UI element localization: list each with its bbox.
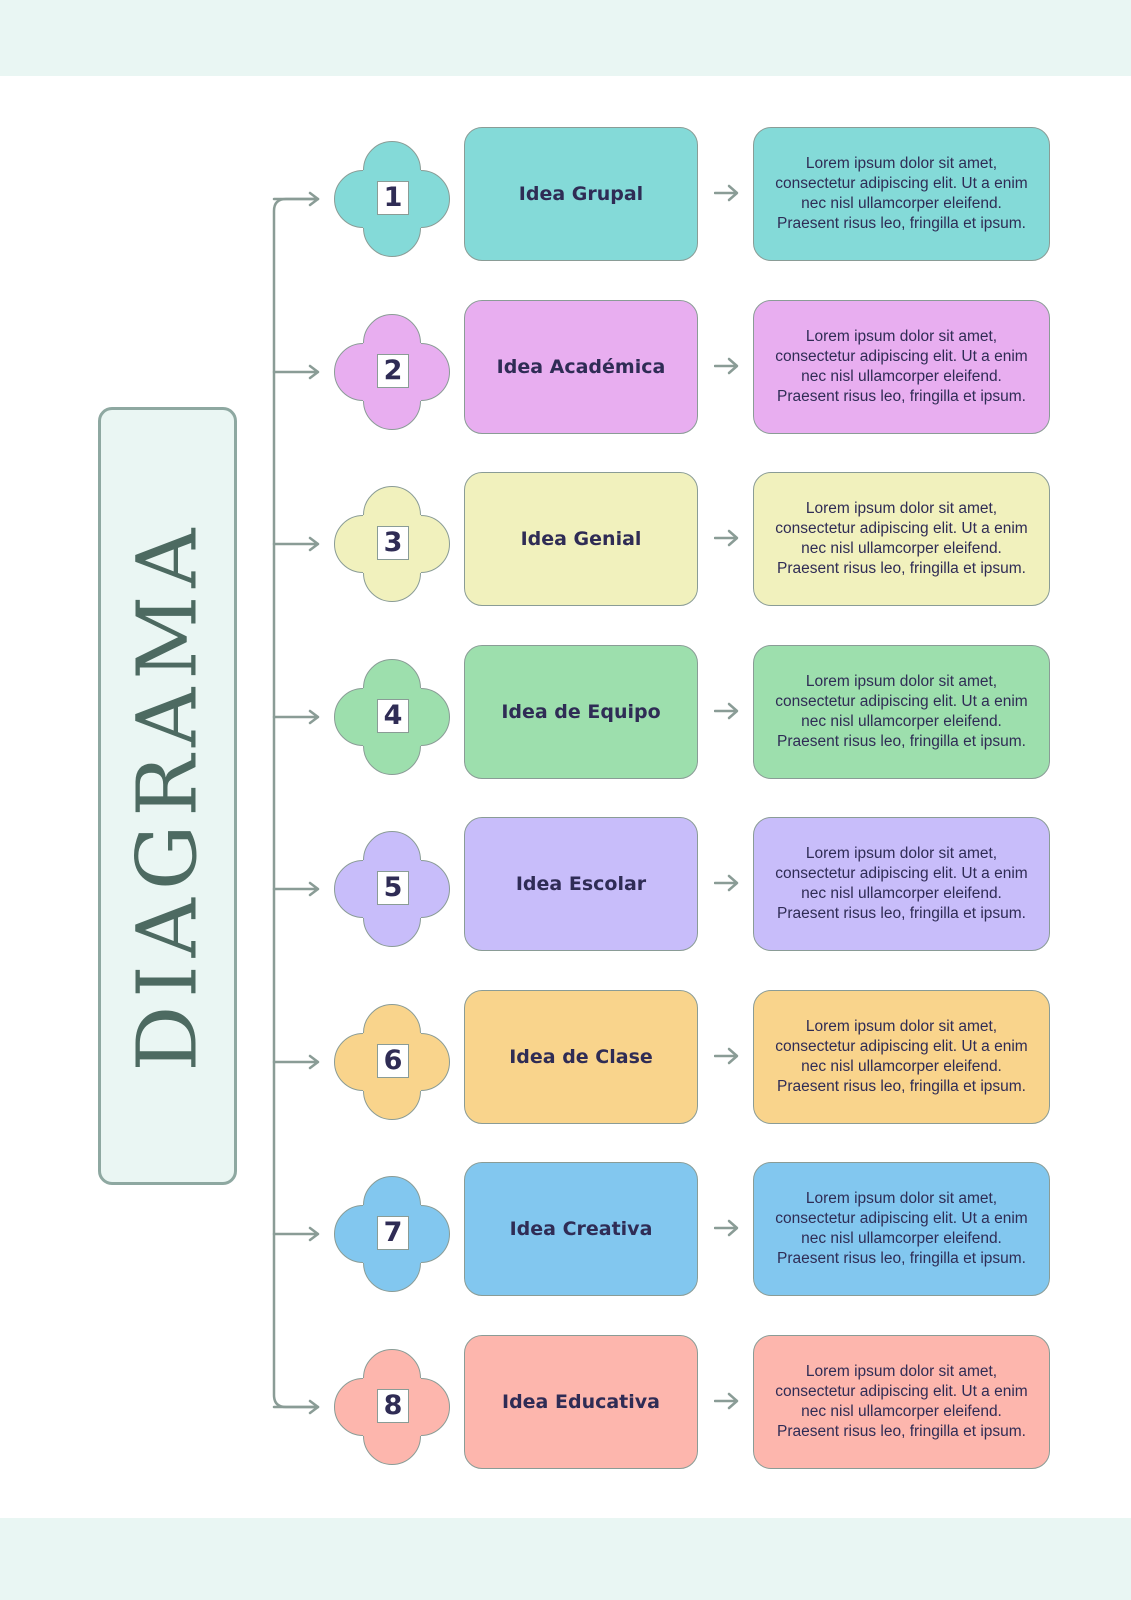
idea-description-box: Lorem ipsum dolor sit amet, consectetur … [753,472,1050,606]
diagram-row: 6 Idea de Clase Lorem ipsum dolor sit am… [0,990,1131,1124]
idea-title-box: Idea Grupal [464,127,698,261]
diagram-row: 1 Idea Grupal Lorem ipsum dolor sit amet… [0,127,1131,261]
idea-title: Idea Académica [496,356,666,378]
idea-title: Idea de Clase [509,1046,653,1068]
idea-title-box: Idea de Equipo [464,645,698,779]
idea-description: Lorem ipsum dolor sit amet, consectetur … [775,500,1028,577]
diagram-row: 4 Idea de Equipo Lorem ipsum dolor sit a… [0,645,1131,779]
arrow-right-icon [714,357,739,375]
arrow-right-icon [714,184,739,202]
idea-title: Idea Educativa [502,1391,660,1413]
connector-branch-arrow [272,364,320,380]
idea-description-box: Lorem ipsum dolor sit amet, consectetur … [753,1162,1050,1296]
number-flower-badge: 6 [334,1004,450,1120]
idea-description-box: Lorem ipsum dolor sit amet, consectetur … [753,817,1050,951]
idea-description-box: Lorem ipsum dolor sit amet, consectetur … [753,1335,1050,1469]
connector-branch-arrow [272,536,320,552]
connector-branch-arrow [272,1054,320,1070]
arrow-right-icon [714,702,739,720]
diagram-row: 3 Idea Genial Lorem ipsum dolor sit amet… [0,472,1131,606]
number-flower-badge: 5 [334,831,450,947]
idea-title: Idea de Equipo [501,701,661,723]
idea-description-box: Lorem ipsum dolor sit amet, consectetur … [753,990,1050,1124]
idea-description: Lorem ipsum dolor sit amet, consectetur … [775,845,1028,922]
idea-description-box: Lorem ipsum dolor sit amet, consectetur … [753,645,1050,779]
number-flower-badge: 8 [334,1349,450,1465]
connector-trunk [272,197,320,1409]
idea-title-box: Idea Genial [464,472,698,606]
title-box: DIAGRAMA [98,407,237,1185]
diagram-row: 7 Idea Creativa Lorem ipsum dolor sit am… [0,1162,1131,1296]
top-band [0,0,1131,76]
item-number: 2 [377,354,409,388]
item-number: 3 [377,526,409,560]
arrow-right-icon [714,1047,739,1065]
connector-branch-arrow [272,1226,320,1242]
idea-description-box: Lorem ipsum dolor sit amet, consectetur … [753,300,1050,434]
idea-description: Lorem ipsum dolor sit amet, consectetur … [775,328,1028,405]
number-flower-badge: 3 [334,486,450,602]
connector-branch-arrow [272,881,320,897]
idea-title-box: Idea Académica [464,300,698,434]
idea-description: Lorem ipsum dolor sit amet, consectetur … [775,673,1028,750]
idea-title-box: Idea Creativa [464,1162,698,1296]
arrow-right-icon [714,529,739,547]
idea-title-box: Idea Escolar [464,817,698,951]
item-number: 7 [377,1216,409,1250]
idea-title-box: Idea de Clase [464,990,698,1124]
item-number: 6 [377,1044,409,1078]
idea-description: Lorem ipsum dolor sit amet, consectetur … [775,1190,1028,1267]
idea-description: Lorem ipsum dolor sit amet, consectetur … [775,1018,1028,1095]
idea-description: Lorem ipsum dolor sit amet, consectetur … [775,155,1028,232]
arrow-right-icon [714,1219,739,1237]
item-number: 8 [377,1389,409,1423]
idea-description-box: Lorem ipsum dolor sit amet, consectetur … [753,127,1050,261]
diagram-row: 2 Idea Académica Lorem ipsum dolor sit a… [0,300,1131,434]
idea-title: Idea Grupal [518,183,644,205]
idea-title: Idea Escolar [515,873,647,895]
bottom-band [0,1518,1131,1600]
diagram-row: 5 Idea Escolar Lorem ipsum dolor sit ame… [0,817,1131,951]
idea-title: Idea Creativa [509,1218,653,1240]
item-number: 5 [377,871,409,905]
arrow-right-icon [714,1392,739,1410]
item-number: 1 [377,181,409,215]
diagram-row: 8 Idea Educativa Lorem ipsum dolor sit a… [0,1335,1131,1469]
number-flower-badge: 1 [334,141,450,257]
item-number: 4 [377,699,409,733]
number-flower-badge: 2 [334,314,450,430]
idea-title: Idea Genial [520,528,642,550]
number-flower-badge: 4 [334,659,450,775]
connector-branch-arrow [272,709,320,725]
arrow-right-icon [714,874,739,892]
idea-description: Lorem ipsum dolor sit amet, consectetur … [775,1363,1028,1440]
idea-title-box: Idea Educativa [464,1335,698,1469]
number-flower-badge: 7 [334,1176,450,1292]
